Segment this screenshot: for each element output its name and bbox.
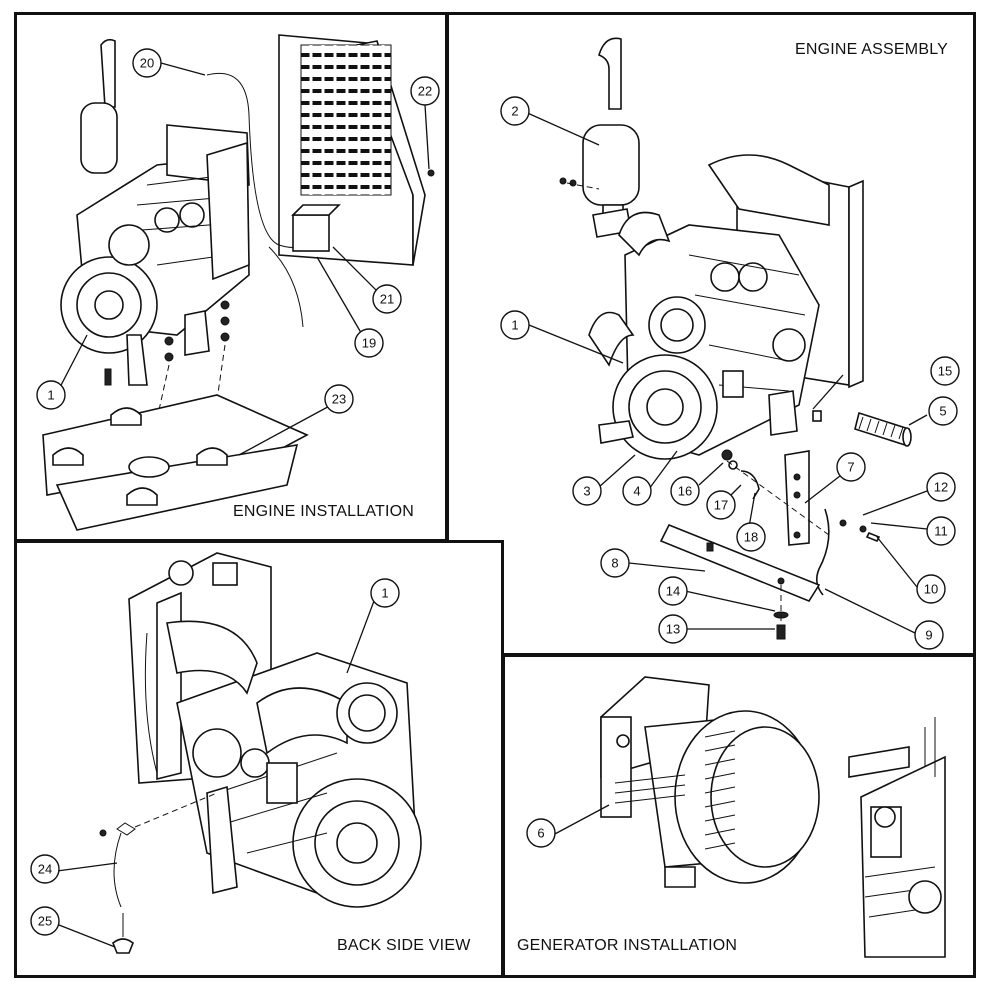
svg-text:13: 13 [666,622,680,637]
svg-text:1: 1 [511,318,518,333]
svg-text:9: 9 [925,628,932,643]
panel-title-engine-installation: ENGINE INSTALLATION [233,503,415,520]
callout-9: 9 [914,620,944,650]
panel-title-engine-assembly: ENGINE ASSEMBLY [795,41,948,58]
panel-engine-installation: 20 22 21 19 1 23 ENGINE INSTALLATION [14,12,448,542]
svg-text:23: 23 [332,392,346,407]
svg-text:2: 2 [511,104,518,119]
svg-text:18: 18 [744,530,758,545]
callout-21: 21 [372,284,402,314]
svg-text:11: 11 [934,524,948,539]
engine-body [60,124,250,354]
svg-text:20: 20 [140,56,154,71]
svg-text:16: 16 [678,484,692,499]
svg-text:1: 1 [47,388,54,403]
engine-installation-drawing: 20 22 21 19 1 23 [36,34,440,531]
svg-text:12: 12 [934,480,948,495]
callout-1: 1 [36,380,66,410]
svg-text:5: 5 [939,404,946,419]
svg-text:6: 6 [537,826,544,841]
svg-text:24: 24 [38,862,52,877]
cable-and-relay [206,73,341,328]
callout-1-back: 1 [370,578,400,608]
callout-1-assembly: 1 [500,310,530,340]
engine-mounts-assembly [598,390,822,500]
strap [815,508,830,596]
svg-text:21: 21 [380,292,394,307]
svg-text:17: 17 [714,498,728,513]
svg-text:1: 1 [381,586,388,601]
callout-7: 7 [836,452,866,482]
callout-5: 5 [928,396,958,426]
callout-24: 24 [30,854,60,884]
callout-6: 6 [526,818,556,848]
callout-22: 22 [410,76,440,106]
svg-text:7: 7 [847,460,854,475]
support-bracket [784,450,810,546]
exhaust-muffler [80,38,118,174]
callout-16: 16 [670,476,700,506]
generator-installation-drawing: 6 [526,676,946,958]
panel-generator-installation: 6 GENERATOR INSTALLATION [502,654,976,978]
callout-8: 8 [600,548,630,578]
callout-17: 17 [706,490,736,520]
callout-12: 12 [926,472,956,502]
engine-body-back [166,620,422,908]
callout-13: 13 [658,614,688,644]
svg-text:8: 8 [611,556,618,571]
base-frame [42,394,309,531]
callout-4: 4 [622,476,652,506]
svg-text:19: 19 [362,336,376,351]
callout-25: 25 [30,906,60,936]
callout-20: 20 [132,48,162,78]
callout-2: 2 [500,96,530,126]
svg-text:15: 15 [938,364,952,379]
svg-text:14: 14 [666,584,680,599]
svg-text:22: 22 [418,84,432,99]
engine-assembly-drawing: 2 1 15 5 7 12 11 10 9 3 4 16 17 18 8 14 … [500,37,960,650]
callout-15: 15 [930,356,960,386]
callout-19: 19 [354,328,384,358]
engine-partial [848,717,946,958]
callout-3: 3 [572,476,602,506]
panel-title-generator-installation: GENERATOR INSTALLATION [517,937,738,954]
panel-engine-assembly: 2 1 15 5 7 12 11 10 9 3 4 16 17 18 8 14 … [446,12,976,656]
callout-14: 14 [658,576,688,606]
panel-title-back-side-view: BACK SIDE VIEW [337,937,471,954]
callout-10: 10 [916,574,946,604]
air-filter-element [854,411,912,447]
svg-text:4: 4 [633,484,640,499]
panel-grille [300,44,392,196]
sensor-harness [99,822,136,954]
svg-text:10: 10 [924,582,938,597]
svg-text:25: 25 [38,914,52,929]
engine-mounts [104,300,230,386]
callout-23: 23 [324,384,354,414]
callout-11: 11 [926,516,956,546]
panel-back-side-view: 1 24 25 BACK SIDE VIEW [14,540,504,978]
generator [600,676,820,888]
svg-text:3: 3 [583,484,590,499]
base-plate [659,523,821,602]
callout-18: 18 [736,522,766,552]
back-side-view-drawing: 1 24 25 [30,552,422,954]
